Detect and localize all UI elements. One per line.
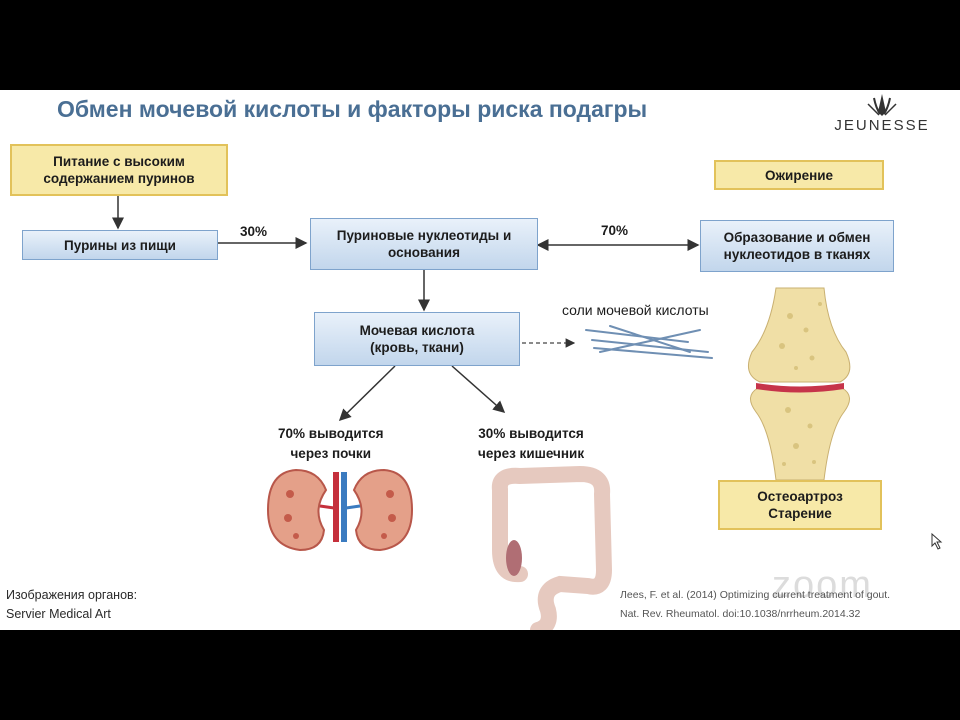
tissue-nucleotides-box: Образование и обмен нуклеотидов в тканях: [700, 220, 894, 272]
image-credit-line2: Servier Medical Art: [6, 607, 111, 621]
zoom-watermark: zoom: [772, 564, 873, 606]
uric-acid-box: Мочевая кислота (кровь, ткани): [314, 312, 520, 366]
uric-crystals-icon: [585, 325, 713, 359]
osteoarthritis-box: Остеоартроз Старение: [718, 480, 882, 530]
obesity-box: Ожирение: [714, 160, 884, 190]
food-purines-box: Пурины из пищи: [22, 230, 218, 260]
obesity-label: Ожирение: [764, 167, 834, 183]
joint-illustration-icon: [747, 287, 851, 481]
reference-line1: Лees, F. et al. (2014) Optimizing curren…: [620, 589, 891, 601]
diet-box-label: Питание с высоким содержанием пуринов: [43, 154, 195, 186]
gut-excretion-line2: через кишечник: [478, 446, 585, 461]
food-purines-label: Пурины из пищи: [64, 237, 176, 253]
slide: Обмен мочевой кислоты и факторы риска по…: [0, 90, 960, 630]
kidneys-illustration-icon: [266, 468, 414, 552]
uric-acid-label: Мочевая кислота: [359, 323, 475, 338]
brand-name: JEUNESSE: [834, 117, 930, 134]
tissue-nucleotides-label: Образование и обмен нуклеотидов в тканях: [723, 230, 871, 262]
flow-label-70: 70%: [601, 223, 629, 238]
kidney-excretion-line1: 70% выводится: [278, 426, 384, 441]
kidney-excretion-label: 70% выводится через почки: [278, 424, 383, 464]
gut-excretion-line1: 30% выводится: [478, 426, 584, 441]
kidney-excretion-line2: через почки: [290, 446, 371, 461]
aging-label: Старение: [768, 506, 832, 521]
arrow-uric-to-kidney: [338, 365, 396, 422]
osteoarthritis-label: Остеоартроз: [757, 489, 843, 504]
diet-box: Питание с высоким содержанием пуринов: [10, 144, 228, 196]
intestine-illustration-icon: [491, 465, 613, 630]
reference-line2: Nat. Rev. Rheumatol. doi:10.1038/nrrheum…: [620, 608, 861, 620]
purine-nucleotides-box: Пуриновые нуклеотиды и основания: [310, 218, 538, 270]
mouse-cursor-icon: [931, 532, 943, 550]
crystals-label: соли мочевой кислоты: [562, 302, 709, 318]
image-credit: Изображения органов: Servier Medical Art: [6, 586, 137, 624]
flow-label-30: 30%: [240, 224, 268, 239]
logo-emblem-icon: [867, 94, 897, 116]
diagram-arrows: [112, 196, 943, 630]
uric-acid-sublabel: (кровь, ткани): [370, 340, 464, 355]
slide-title: Обмен мочевой кислоты и факторы риска по…: [57, 96, 648, 122]
gut-excretion-label: 30% выводится через кишечник: [478, 424, 584, 464]
arrow-uric-to-gut: [451, 365, 506, 413]
reference-credit: Лees, F. et al. (2014) Optimizing curren…: [620, 586, 890, 624]
image-credit-line1: Изображения органов:: [6, 588, 138, 602]
purine-nucleotides-label: Пуриновые нуклеотиды и основания: [336, 228, 512, 260]
jeunesse-logo: JEUNESSE: [832, 90, 932, 145]
